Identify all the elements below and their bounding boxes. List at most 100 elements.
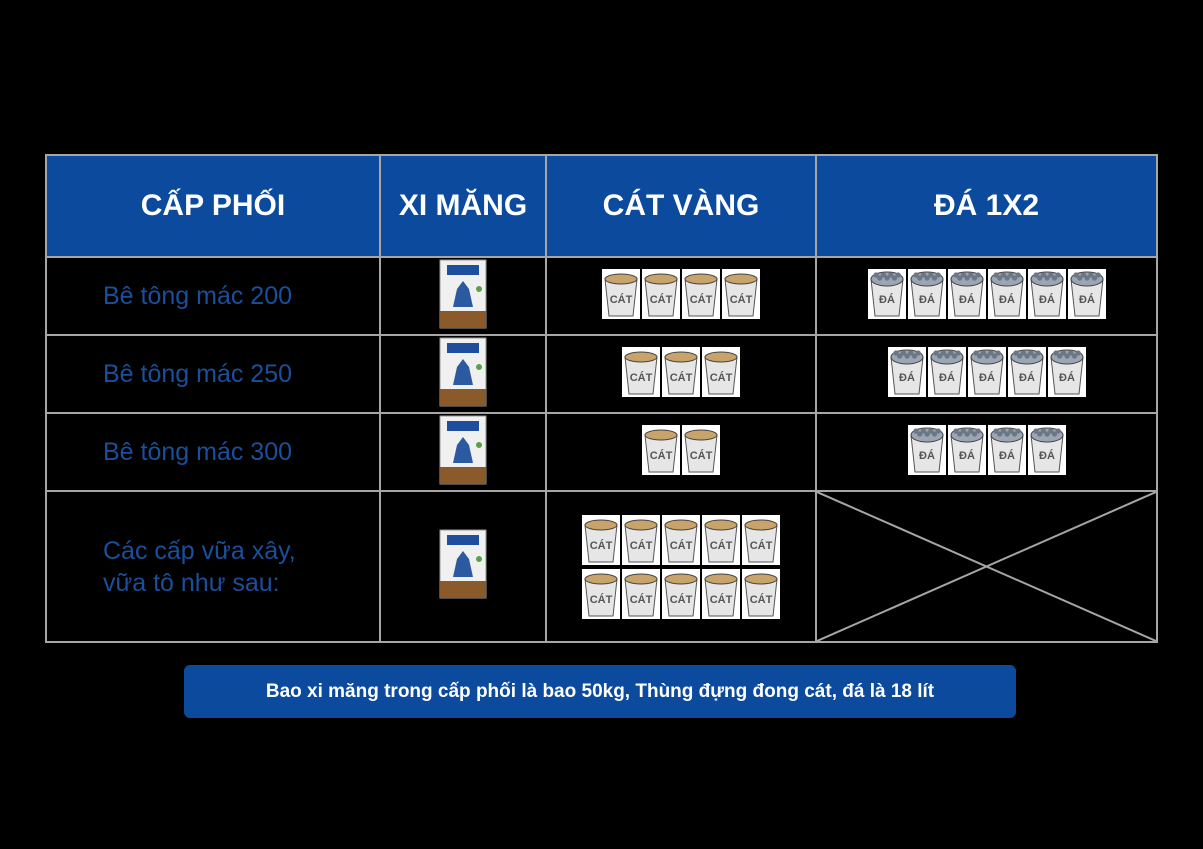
stone-cell: ĐÁ ĐÁ ĐÁ ĐÁ ĐÁ ĐÁ <box>815 256 1158 336</box>
table-row: Bê tông mác 300 CÁT CÁT ĐÁ ĐÁ ĐÁ ĐÁ <box>45 412 1158 492</box>
bucket-row: ĐÁ ĐÁ ĐÁ ĐÁ <box>907 424 1066 475</box>
svg-text:CÁT: CÁT <box>630 593 653 606</box>
row-label: Các cấp vữa xây, vữa tô như sau: <box>45 490 381 643</box>
bucket-row: CÁT CÁT <box>642 424 720 475</box>
header-cement: XI MĂNG <box>379 154 547 258</box>
sand-bucket-icon: CÁT <box>742 568 780 619</box>
bucket-row: ĐÁ ĐÁ ĐÁ ĐÁ ĐÁ <box>887 346 1086 397</box>
svg-text:CÁT: CÁT <box>710 593 733 606</box>
sand-bucket-icon: CÁT <box>722 268 760 319</box>
sand-bucket-icon: CÁT <box>702 514 740 565</box>
cross-line <box>817 492 1156 641</box>
cement-cell <box>379 256 547 336</box>
svg-text:CÁT: CÁT <box>630 539 653 552</box>
sand-bucket-group: CÁT CÁT <box>642 424 720 475</box>
sand-bucket-icon: CÁT <box>702 346 740 397</box>
sand-bucket-group: CÁT CÁT CÁT CÁT <box>602 268 760 319</box>
svg-text:CÁT: CÁT <box>730 293 753 306</box>
stone-bucket-icon: ĐÁ <box>867 268 906 319</box>
sand-bucket-group: CÁT CÁT CÁT <box>622 346 740 397</box>
svg-text:ĐÁ: ĐÁ <box>999 293 1015 306</box>
sand-bucket-icon: CÁT <box>622 568 660 619</box>
stone-bucket-icon: ĐÁ <box>1067 268 1106 319</box>
cement-bag-icon <box>439 259 487 329</box>
svg-text:CÁT: CÁT <box>630 371 653 384</box>
row-label: Bê tông mác 250 <box>45 334 381 414</box>
row-label: Bê tông mác 200 <box>45 256 381 336</box>
header-mix: CẤP PHỐI <box>45 154 381 258</box>
svg-text:ĐÁ: ĐÁ <box>979 371 995 384</box>
svg-text:CÁT: CÁT <box>690 449 713 462</box>
svg-text:ĐÁ: ĐÁ <box>919 293 935 306</box>
header-row: CẤP PHỐI XI MĂNG CÁT VÀNG ĐÁ 1X2 <box>45 154 1158 258</box>
sand-bucket-icon: CÁT <box>582 568 620 619</box>
stone-cell: ĐÁ ĐÁ ĐÁ ĐÁ ĐÁ <box>815 334 1158 414</box>
stone-bucket-icon: ĐÁ <box>947 268 986 319</box>
stone-bucket-icon: ĐÁ <box>1047 346 1086 397</box>
bucket-row: CÁT CÁT CÁT <box>622 346 740 397</box>
stone-bucket-icon: ĐÁ <box>967 346 1006 397</box>
cement-cell <box>379 412 547 492</box>
bucket-row: CÁT CÁT CÁT CÁT <box>602 268 760 319</box>
note-banner: Bao xi măng trong cấp phối là bao 50kg, … <box>184 665 1016 718</box>
svg-text:ĐÁ: ĐÁ <box>959 293 975 306</box>
bucket-row: ĐÁ ĐÁ ĐÁ ĐÁ ĐÁ ĐÁ <box>867 268 1106 319</box>
svg-text:ĐÁ: ĐÁ <box>1039 449 1055 462</box>
sand-bucket-icon: CÁT <box>622 514 660 565</box>
svg-text:ĐÁ: ĐÁ <box>899 371 915 384</box>
stone-bucket-icon: ĐÁ <box>987 424 1026 475</box>
stone-bucket-icon: ĐÁ <box>907 268 946 319</box>
sand-bucket-icon: CÁT <box>642 268 680 319</box>
svg-text:ĐÁ: ĐÁ <box>939 371 955 384</box>
svg-text:ĐÁ: ĐÁ <box>1039 293 1055 306</box>
stone-bucket-icon: ĐÁ <box>907 424 946 475</box>
cement-cell <box>379 490 547 643</box>
mix-proportion-table: CẤP PHỐI XI MĂNG CÁT VÀNG ĐÁ 1X2 Bê tông… <box>45 154 1158 643</box>
bucket-row: CÁT CÁT CÁT CÁT CÁT <box>582 514 780 565</box>
bucket-row: CÁT CÁT CÁT CÁT CÁT <box>582 568 780 619</box>
cement-cell <box>379 334 547 414</box>
sand-cell: CÁT CÁT CÁT CÁT CÁT CÁT CÁT CÁT CÁT CÁT <box>545 490 817 643</box>
stone-bucket-group: ĐÁ ĐÁ ĐÁ ĐÁ ĐÁ ĐÁ <box>867 268 1106 319</box>
svg-text:ĐÁ: ĐÁ <box>1019 371 1035 384</box>
svg-text:CÁT: CÁT <box>750 593 773 606</box>
header-stone: ĐÁ 1X2 <box>815 154 1158 258</box>
sand-bucket-group: CÁT CÁT CÁT CÁT CÁT CÁT CÁT CÁT CÁT CÁT <box>582 514 780 619</box>
svg-text:CÁT: CÁT <box>670 593 693 606</box>
svg-text:CÁT: CÁT <box>710 371 733 384</box>
stone-bucket-icon: ĐÁ <box>1007 346 1046 397</box>
stone-bucket-group: ĐÁ ĐÁ ĐÁ ĐÁ ĐÁ <box>887 346 1086 397</box>
svg-text:ĐÁ: ĐÁ <box>919 449 935 462</box>
svg-text:CÁT: CÁT <box>650 293 673 306</box>
sand-bucket-icon: CÁT <box>662 568 700 619</box>
sand-bucket-icon: CÁT <box>582 514 620 565</box>
sand-bucket-icon: CÁT <box>682 424 720 475</box>
sand-bucket-icon: CÁT <box>642 424 680 475</box>
svg-text:CÁT: CÁT <box>690 293 713 306</box>
cement-bag-icon <box>439 337 487 407</box>
sand-bucket-icon: CÁT <box>682 268 720 319</box>
svg-text:CÁT: CÁT <box>670 371 693 384</box>
svg-text:CÁT: CÁT <box>650 449 673 462</box>
sand-cell: CÁT CÁT CÁT CÁT <box>545 256 817 336</box>
svg-text:CÁT: CÁT <box>710 539 733 552</box>
stone-bucket-group: ĐÁ ĐÁ ĐÁ ĐÁ <box>907 424 1066 475</box>
svg-text:ĐÁ: ĐÁ <box>1079 293 1095 306</box>
svg-text:ĐÁ: ĐÁ <box>879 293 895 306</box>
sand-bucket-icon: CÁT <box>702 568 740 619</box>
not-applicable-cross-icon <box>817 492 1156 641</box>
sand-bucket-icon: CÁT <box>662 514 700 565</box>
svg-text:CÁT: CÁT <box>670 539 693 552</box>
svg-text:CÁT: CÁT <box>610 293 633 306</box>
svg-text:ĐÁ: ĐÁ <box>959 449 975 462</box>
svg-text:ĐÁ: ĐÁ <box>1059 371 1075 384</box>
svg-text:CÁT: CÁT <box>750 539 773 552</box>
stone-bucket-icon: ĐÁ <box>1027 268 1066 319</box>
stone-bucket-icon: ĐÁ <box>887 346 926 397</box>
stone-cell <box>815 490 1158 643</box>
stone-bucket-icon: ĐÁ <box>987 268 1026 319</box>
svg-text:CÁT: CÁT <box>590 593 613 606</box>
row-label: Bê tông mác 300 <box>45 412 381 492</box>
